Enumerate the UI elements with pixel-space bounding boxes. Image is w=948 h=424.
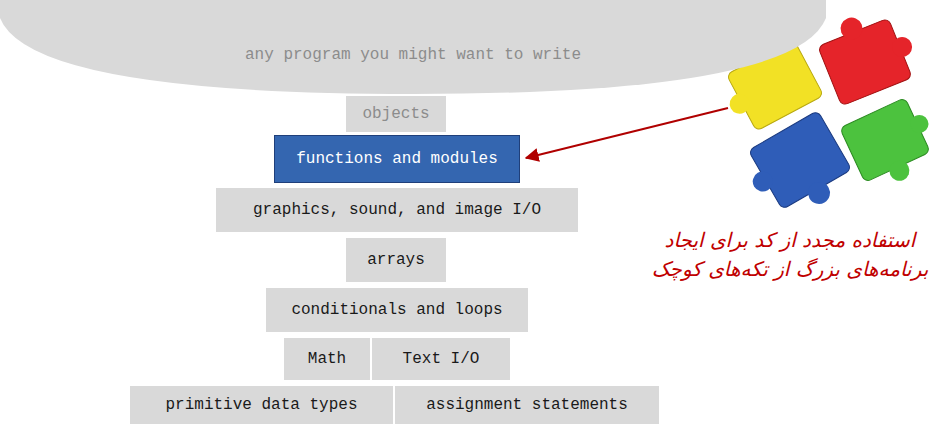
layer-box: primitive data types: [130, 386, 393, 424]
layer-box: graphics, sound, and image I/O: [216, 188, 578, 232]
puzzle-piece-green: [840, 93, 946, 195]
puzzle-piece-red: [812, 0, 923, 106]
layer-box: arrays: [346, 238, 446, 282]
layer-label: objects: [362, 105, 429, 123]
layer-label: primitive data types: [165, 396, 357, 414]
layer-box: assignment statements: [395, 386, 659, 424]
layer-label: Math: [308, 350, 346, 368]
layer-label: arrays: [367, 251, 425, 269]
layer-label: conditionals and loops: [291, 301, 502, 319]
puzzle-piece-blue: [737, 111, 859, 229]
layer-label: functions and modules: [296, 150, 498, 168]
layer-label: any program you might want to write: [245, 46, 581, 64]
highlight-box: functions and modules: [274, 135, 520, 183]
program-band: any program you might want to write: [0, 0, 826, 94]
note-text: استفاده مجدد از کد برای ایجاد برنامه‌های…: [640, 226, 940, 284]
layer-box: objects: [346, 96, 446, 132]
layer-label: assignment statements: [426, 396, 628, 414]
layer-label: graphics, sound, and image I/O: [253, 201, 541, 219]
layer-box: conditionals and loops: [266, 288, 528, 332]
pointer-arrow: [526, 108, 728, 158]
band-shape: [0, 0, 826, 94]
layer-box: Math: [284, 338, 370, 380]
layer-label: Text I/O: [403, 350, 480, 368]
layer-box: Text I/O: [372, 338, 510, 380]
